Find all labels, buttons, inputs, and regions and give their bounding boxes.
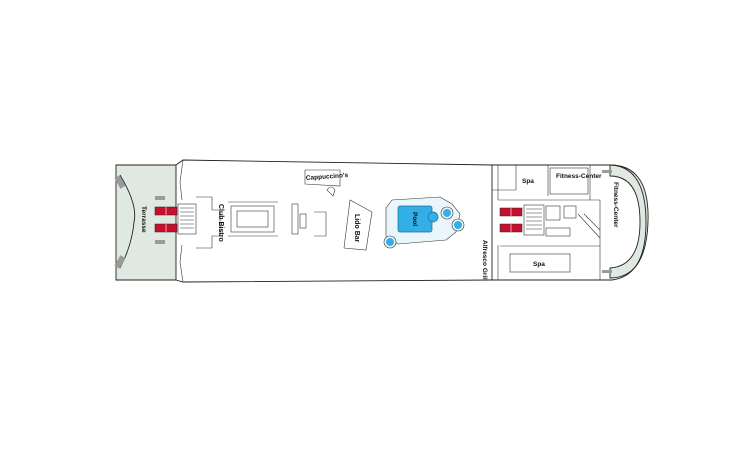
hot-tub-2-water bbox=[443, 209, 451, 217]
label-spa-top: Spa bbox=[522, 178, 534, 185]
terrace-window-top2 bbox=[155, 196, 165, 200]
label-fitness-center: Fitness-Center bbox=[556, 173, 602, 180]
label-club-bistro: Club Bistro bbox=[217, 204, 224, 242]
cappuccinos-area bbox=[304, 169, 341, 187]
terrace-window-bottom bbox=[114, 255, 126, 269]
terrace-window-bottom2 bbox=[155, 240, 165, 244]
hot-tub-3-water bbox=[454, 221, 462, 229]
pool-area bbox=[383, 196, 465, 249]
forward-section-walls bbox=[491, 165, 601, 280]
terrace-window-top bbox=[114, 175, 126, 189]
terrace-curve bbox=[119, 174, 136, 269]
label-spa-bottom: Spa bbox=[533, 261, 545, 268]
forward-stair-core bbox=[499, 204, 601, 239]
bow-window-top bbox=[602, 170, 612, 173]
label-cappuccinos: Cappuccino's bbox=[306, 172, 349, 182]
label-pool: Pool bbox=[411, 212, 418, 226]
label-fitness-center-bow: Fitness-Center bbox=[612, 182, 619, 228]
hull-outline bbox=[175, 159, 647, 283]
label-alfresco-grill: Alfresco Grill bbox=[481, 240, 488, 281]
lido-bar-area bbox=[291, 186, 373, 251]
hot-tub-4-water bbox=[386, 238, 394, 246]
hull-inner-bottom bbox=[179, 244, 184, 283]
label-fitness-center-text: Fitness-Center bbox=[556, 173, 602, 180]
hull-inner-top bbox=[179, 159, 184, 201]
bow-window-bottom bbox=[602, 270, 612, 273]
label-terrasse: Terrasse bbox=[140, 206, 147, 233]
aft-stair-core bbox=[154, 203, 197, 235]
label-lido-bar: Lido Bar bbox=[353, 214, 360, 243]
hot-tub-1 bbox=[427, 211, 439, 223]
club-bistro-area bbox=[196, 196, 278, 249]
bow-outdoor-area bbox=[609, 164, 649, 279]
